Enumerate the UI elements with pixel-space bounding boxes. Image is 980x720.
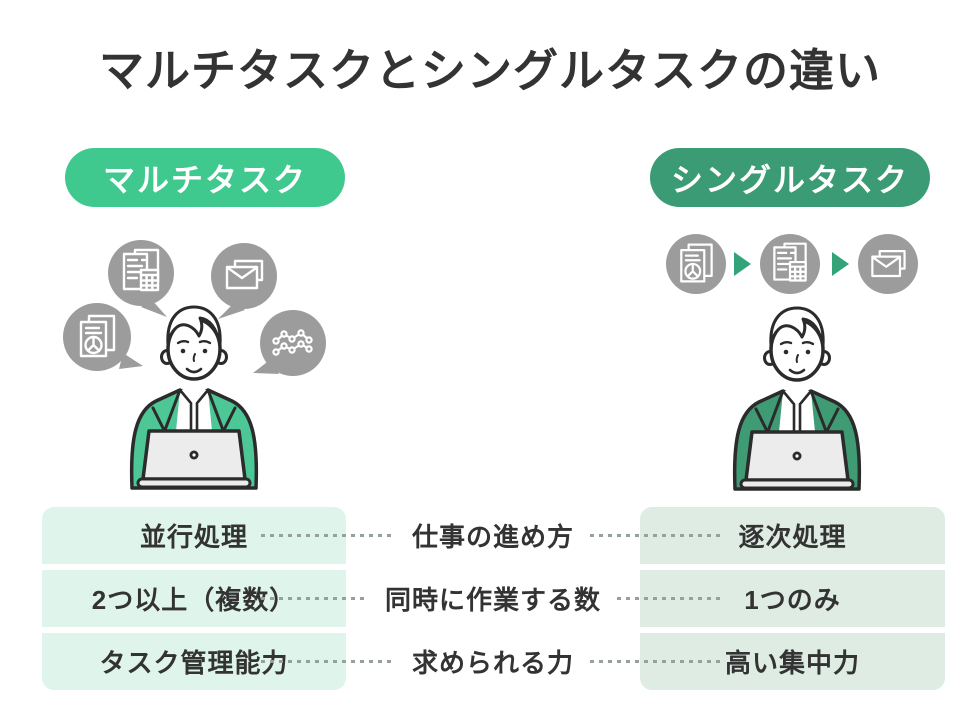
dotted-connector xyxy=(261,660,396,663)
table-row: 並行処理 仕事の進め方 逐次処理 xyxy=(42,507,945,564)
dotted-connector xyxy=(590,660,726,663)
dotted-connector xyxy=(261,534,396,537)
multitask-person xyxy=(129,305,259,490)
singletask-badge: シングルタスク xyxy=(650,148,930,207)
dotted-connector xyxy=(590,534,726,537)
comparison-table: 並行処理 仕事の進め方 逐次処理 2つ以上（複数） 同時に作業する数 1つのみ … xyxy=(42,507,945,696)
table-row: タスク管理能力 求められる力 高い集中力 xyxy=(42,633,945,690)
singletask-badge-label: シングルタスク xyxy=(670,161,909,198)
dotted-connector xyxy=(261,597,369,600)
arrow-right-icon xyxy=(734,252,849,276)
singletask-cell: 高い集中力 xyxy=(640,633,945,690)
multitask-illustration xyxy=(63,240,326,490)
multitask-cell: 並行処理 xyxy=(42,507,346,564)
attribute-label: 仕事の進め方 xyxy=(412,522,575,552)
attribute-label: 同時に作業する数 xyxy=(385,585,602,615)
multitask-badge: マルチタスク xyxy=(65,148,345,207)
multitask-badge-label: マルチタスク xyxy=(102,161,307,198)
singletask-illustration xyxy=(666,234,918,491)
attribute-label: 求められる力 xyxy=(412,648,575,678)
table-row: 2つ以上（複数） 同時に作業する数 1つのみ xyxy=(42,570,945,627)
singletask-person xyxy=(732,306,862,491)
page-title: マルチタスクとシングルタスクの違い xyxy=(98,45,881,96)
dotted-connector xyxy=(617,597,726,600)
